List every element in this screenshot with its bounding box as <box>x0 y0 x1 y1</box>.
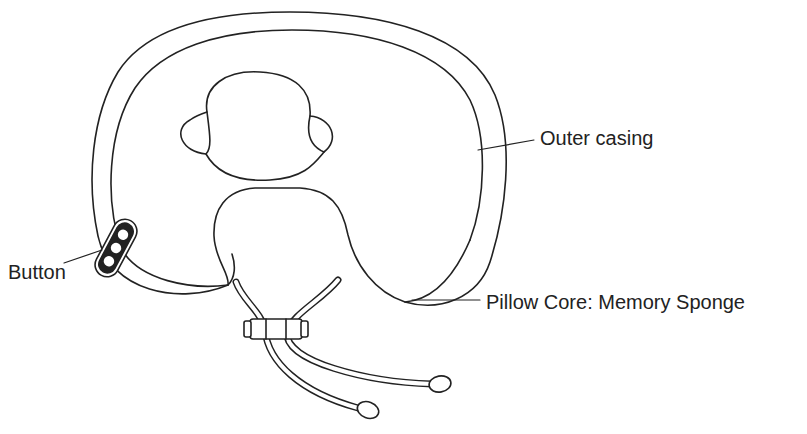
cord-stopper <box>244 319 308 339</box>
button-panel <box>91 215 141 281</box>
pillow-contour <box>122 250 228 286</box>
part-label: Button <box>8 260 66 284</box>
part-label: Pillow Core: Memory Sponge <box>486 290 745 314</box>
head-pad <box>181 72 333 180</box>
pillow-contour <box>111 30 482 250</box>
leader-line <box>64 140 534 300</box>
part-label: Outer casing <box>540 126 653 150</box>
cord-end <box>355 374 452 421</box>
pillow-outline <box>92 12 506 305</box>
head-pad-contour <box>206 112 324 154</box>
pillow-contour <box>228 240 470 302</box>
